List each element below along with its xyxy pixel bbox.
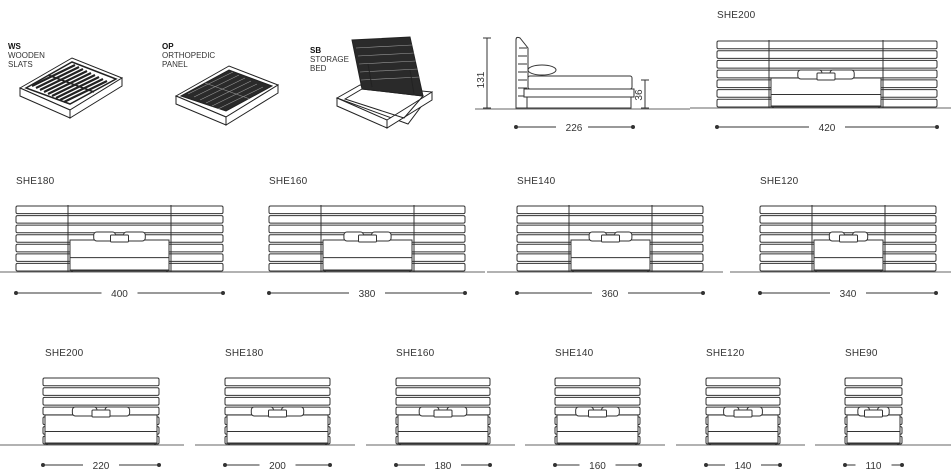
wooden-slats-illustration bbox=[18, 57, 124, 119]
front-she180-narrow-width: 200 bbox=[269, 461, 286, 472]
model-label-she140-narrow: SHE140 bbox=[555, 348, 594, 359]
model-label-she160: SHE160 bbox=[269, 176, 308, 187]
model-label-she140: SHE140 bbox=[517, 176, 556, 187]
front-she160-narrow: 180 bbox=[366, 377, 515, 472]
model-label-she160-narrow: SHE160 bbox=[396, 348, 435, 359]
option-op-label: ORTHOPEDIC PANEL bbox=[162, 51, 216, 69]
model-label-she180-narrow: SHE180 bbox=[225, 348, 264, 359]
front-she200-narrow-width: 220 bbox=[93, 461, 110, 472]
front-she90-narrow-width: 110 bbox=[866, 461, 882, 472]
front-she200-narrow: 220 bbox=[0, 377, 184, 472]
model-label-she200-top: SHE200 bbox=[717, 10, 756, 21]
side-view-drawing bbox=[475, 36, 690, 129]
front-she140-narrow: 160 bbox=[525, 377, 665, 472]
front-she120-wide: 340 bbox=[730, 205, 951, 300]
front-she180-wide: 400 bbox=[0, 205, 243, 300]
front-she90-narrow: 110 bbox=[815, 377, 951, 472]
front-she120-narrow-width: 140 bbox=[735, 461, 752, 472]
model-label-she120-narrow: SHE120 bbox=[706, 348, 745, 359]
dimension-length: 226 bbox=[566, 123, 583, 134]
front-she160-wide: 380 bbox=[239, 205, 485, 300]
front-she140-narrow-width: 160 bbox=[589, 461, 606, 472]
front-she180-wide-width: 400 bbox=[111, 289, 128, 300]
front-she120-wide-width: 340 bbox=[840, 289, 857, 300]
front-she160-narrow-width: 180 bbox=[435, 461, 452, 472]
model-label-she90-narrow: SHE90 bbox=[845, 348, 878, 359]
option-sb-label: STORAGE BED bbox=[310, 55, 349, 73]
front-she180-narrow: 200 bbox=[195, 377, 355, 472]
front-she140-wide: 360 bbox=[487, 205, 723, 300]
front-she200-wide: 420 bbox=[690, 40, 951, 134]
model-label-she120: SHE120 bbox=[760, 176, 799, 187]
option-ws-code: WS bbox=[8, 42, 21, 51]
front-she140-wide-width: 360 bbox=[602, 289, 619, 300]
dimension-height: 131 bbox=[476, 71, 487, 88]
model-label-she180: SHE180 bbox=[16, 176, 55, 187]
model-label-she200-narrow: SHE200 bbox=[45, 348, 84, 359]
dimension-bed-height: 36 bbox=[634, 89, 645, 101]
option-sb-code: SB bbox=[310, 46, 322, 55]
front-she200-wide-width: 420 bbox=[819, 123, 836, 134]
option-ws-label: WOODEN SLATS bbox=[8, 51, 45, 69]
orthopedic-panel-illustration bbox=[174, 65, 280, 126]
front-she120-narrow: 140 bbox=[676, 377, 805, 472]
front-she160-wide-width: 380 bbox=[359, 289, 376, 300]
option-op-code: OP bbox=[162, 42, 174, 51]
storage-bed-illustration bbox=[335, 36, 433, 129]
